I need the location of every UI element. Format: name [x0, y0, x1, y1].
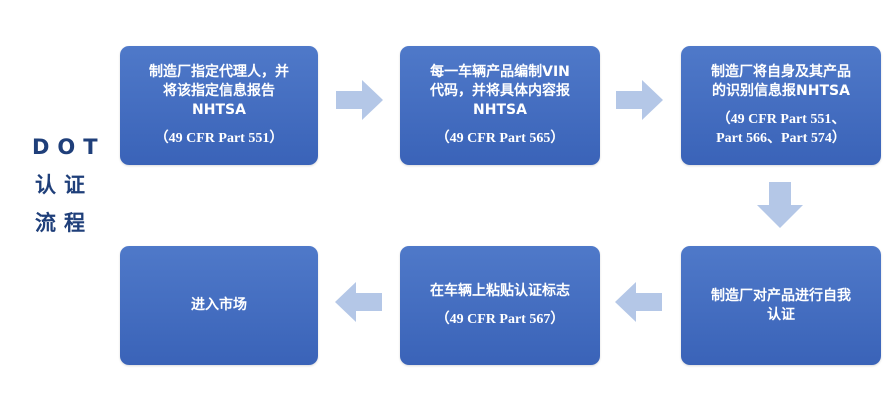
step-box-6: 进入市场: [120, 246, 318, 365]
step-box-3: 制造厂将自身及其产品 的识别信息报NHTSA （49 CFR Part 551、…: [681, 46, 881, 165]
arrow-right-icon: [336, 80, 383, 120]
arrow-left-icon: [335, 282, 382, 322]
title-line-2: 认证: [35, 173, 93, 197]
step-box-4: 制造厂对产品进行自我 认证: [681, 246, 881, 365]
title-line-1: DOT: [32, 135, 106, 159]
step-2-text: 每一车辆产品编制VIN 代码，并将具体内容报 NHTSA: [430, 64, 570, 118]
step-box-2: 每一车辆产品编制VIN 代码，并将具体内容报 NHTSA （49 CFR Par…: [400, 46, 600, 165]
arrow-left-icon: [615, 282, 662, 322]
step-box-5: 在车辆上粘贴认证标志 （49 CFR Part 567）: [400, 246, 600, 365]
arrow-down-icon: [757, 182, 803, 228]
step-2-ref: （49 CFR Part 565）: [435, 131, 565, 146]
step-3-ref: （49 CFR Part 551、 Part 566、Part 574）: [716, 112, 846, 146]
step-box-1: 制造厂指定代理人，并 将该指定信息报告 NHTSA （49 CFR Part 5…: [120, 46, 318, 165]
step-3-text: 制造厂将自身及其产品 的识别信息报NHTSA: [711, 64, 851, 99]
arrow-right-icon: [616, 80, 663, 120]
step-5-ref: （49 CFR Part 567）: [435, 312, 565, 327]
diagram-title: DOT 认证 流程: [24, 128, 106, 242]
step-5-text: 在车辆上粘贴认证标志: [430, 283, 570, 299]
step-1-ref: （49 CFR Part 551）: [154, 131, 284, 146]
step-1-text: 制造厂指定代理人，并 将该指定信息报告 NHTSA: [149, 64, 289, 118]
step-4-text: 制造厂对产品进行自我 认证: [711, 287, 851, 323]
title-line-3: 流程: [35, 211, 93, 235]
step-6-text: 进入市场: [191, 297, 247, 313]
